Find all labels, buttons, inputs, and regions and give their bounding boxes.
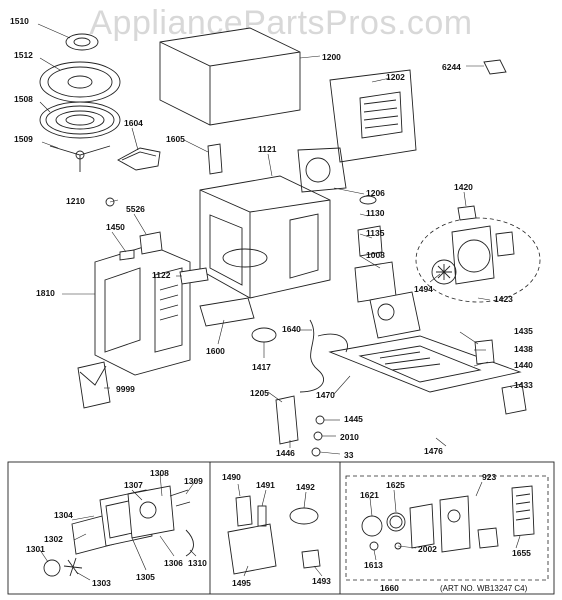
label-5526: 5526 [126,204,145,214]
label-1210: 1210 [66,196,85,206]
label-33: 33 [344,450,354,460]
label-1492: 1492 [296,482,315,492]
label-1200: 1200 [322,52,341,62]
door-parts-group [43,485,194,577]
label-1417: 1417 [252,362,271,372]
art-number: (ART NO. WB13247 C4) [440,584,528,593]
label-6244: 6244 [442,62,461,72]
label-1440: 1440 [514,360,533,370]
label-1310: 1310 [188,558,207,568]
label-1008: 1008 [366,250,385,260]
label-1302: 1302 [44,534,63,544]
label-1495: 1495 [232,578,251,588]
bracket-1605 [207,143,223,175]
label-1613: 1613 [364,560,383,570]
damper-parts-group [227,495,321,575]
label-1305: 1305 [136,572,155,582]
label-1494: 1494 [414,284,433,294]
label-1660: 1660 [380,583,399,593]
bracket-part [119,249,135,261]
owner-manual [77,361,111,409]
label-9999: 9999 [116,384,135,394]
label-1307: 1307 [124,480,143,490]
label-1135: 1135 [366,228,385,238]
magnetron-area [354,195,421,339]
label-1202: 1202 [386,72,405,82]
outer-case [159,27,301,126]
motor-part [251,327,277,343]
label-923: 923 [482,472,496,482]
control-panel-group [345,475,549,581]
label-1122: 1122 [152,270,171,280]
label-1640: 1640 [282,324,301,334]
label-1206: 1206 [366,188,385,198]
label-1304: 1304 [54,510,73,520]
label-1446: 1446 [276,448,295,458]
label-2010: 2010 [340,432,359,442]
label-1810: 1810 [36,288,55,298]
label-1491: 1491 [256,480,275,490]
label-1435: 1435 [514,326,533,336]
label-1205: 1205 [250,388,269,398]
fan-assembly [415,205,541,303]
label-1301: 1301 [26,544,45,554]
label-1508: 1508 [14,94,33,104]
label-1309: 1309 [184,476,203,486]
label-1490: 1490 [222,472,241,482]
label-1476: 1476 [424,446,443,456]
label-1509: 1509 [14,134,33,144]
cover-part [139,231,163,255]
label-1306: 1306 [164,558,183,568]
label-1493: 1493 [312,576,331,586]
label-1423: 1423 [494,294,513,304]
fastener-1210 [105,197,115,207]
label-1308: 1308 [150,468,169,478]
label-1303: 1303 [92,578,111,588]
base-plate [328,335,527,415]
wire-harness [299,319,348,393]
door-assembly [94,244,191,376]
label-1450: 1450 [106,222,125,232]
label-2002: 2002 [418,544,437,554]
oven-cavity [199,147,347,299]
label-1605: 1605 [166,134,185,144]
label-1604: 1604 [124,118,143,128]
vent-piece [483,59,507,75]
leader-lines [37,23,521,581]
label-1420: 1420 [454,182,473,192]
label-1655: 1655 [512,548,531,558]
label-1512: 1512 [14,50,33,60]
label-1130: 1130 [366,208,385,218]
control-parts-group [361,485,535,553]
label-1438: 1438 [514,344,533,354]
bottom-panel-border [7,461,555,595]
label-1600: 1600 [206,346,225,356]
latch-part [275,395,299,445]
label-1445: 1445 [344,414,363,424]
label-1121: 1121 [258,144,277,154]
label-1510: 1510 [10,16,29,26]
tray-part [199,297,255,327]
turntable-parts [39,33,121,172]
label-part [179,267,209,285]
part-number-labels: 1510 1512 1508 1509 1604 1200 1202 6244 … [10,16,533,593]
label-1433: 1433 [514,380,533,390]
label-1625: 1625 [386,480,405,490]
heater-element [117,147,161,171]
label-1470: 1470 [316,390,335,400]
rear-panel [329,69,417,163]
label-1621: 1621 [360,490,379,500]
